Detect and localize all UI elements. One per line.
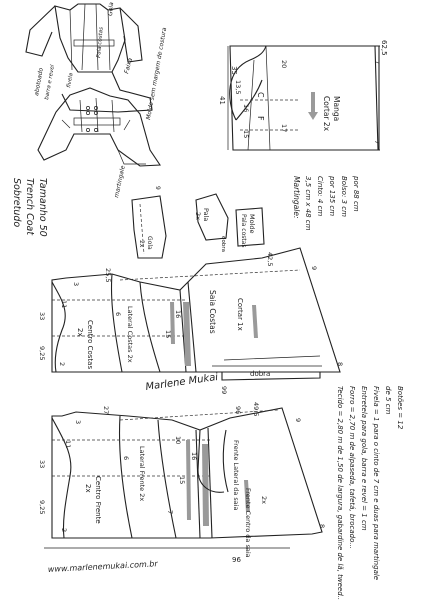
- pala-dobra: dobra: [220, 236, 226, 252]
- back-saia-costas: Saia Costas: [208, 290, 217, 334]
- front-cut2: 2x: [260, 496, 268, 504]
- notes-block: Martingale: 3,5 cm x 48 cm Cinto: 4 cm p…: [292, 175, 360, 231]
- sleeve-bottom-right: 16: [242, 104, 250, 112]
- front-w-495: 49,5: [252, 402, 260, 416]
- back-dobra: dobra: [250, 370, 270, 378]
- front-frente-lateral: Frente Lateral da saia: [232, 440, 240, 511]
- back-w-top: 33: [38, 312, 46, 320]
- molde-pala-costas: Pala costas: [240, 214, 247, 248]
- title-block: Sobretudo Trench Coat Tamanho 50: [11, 178, 48, 237]
- materials-l2: Forro = 2,70 m de alpaseda, tafetá, broc…: [348, 386, 356, 549]
- sketch-label-faixa: Faixa: [123, 57, 134, 75]
- sketch-label-abotoado: abotoado: [33, 67, 45, 96]
- front-centro-frente: Centro Frente: [94, 476, 102, 524]
- materials-block: Tecido = 2,80 m de 1,50 de largura, gaba…: [336, 386, 404, 602]
- bottom-width: 96: [232, 556, 241, 564]
- front-w-27: 27: [102, 406, 110, 414]
- back-m-8: 8: [336, 362, 344, 366]
- sleeve-bottom-left: 15: [242, 130, 250, 138]
- front-m-15: 15: [178, 476, 186, 484]
- note-martingale: Martingale:: [292, 176, 301, 219]
- back-m-9: 9: [310, 266, 318, 270]
- sketch-label-gola: Gola: [107, 2, 115, 17]
- front-m-3: 3: [74, 420, 82, 424]
- front-w-33: 33: [38, 460, 46, 468]
- back-pattern: Centro Costas 2x Lateral Costas 2x Saia …: [38, 247, 344, 381]
- sketch-label-martingale: martingale: [113, 165, 127, 199]
- front-lateral-frente: Lateral Frente 2x: [138, 446, 146, 501]
- materials-l6: Botões = 12: [396, 386, 404, 430]
- front-m-8: 8: [318, 524, 326, 528]
- sleeve-side-left: 7: [373, 60, 381, 64]
- pala-cut: 2x: [194, 212, 202, 220]
- back-w-425: 42,5: [266, 252, 274, 266]
- sleeve-piece-name: Manga: [332, 96, 341, 121]
- front-m-10: 10: [174, 436, 182, 444]
- front-centro-cut: 2x: [84, 484, 92, 493]
- materials-l1: Tecido = 2,80 m de 1,50 de largura, gaba…: [336, 386, 344, 600]
- sketch-label-molde: Molde sem margem de costura: [145, 27, 168, 121]
- back-centro-costas: Centro Costas: [86, 320, 94, 369]
- front-w-96: 96: [234, 406, 242, 414]
- gola-cut: 2x: [138, 240, 145, 248]
- sleeve-right-height: 62,5: [380, 40, 388, 56]
- back-w-255: 25,5: [104, 268, 112, 282]
- back-m-15: 15: [164, 330, 172, 338]
- molde-label: Molde: [248, 214, 256, 234]
- front-frente-centro: Frente Centro da saia: [244, 488, 252, 558]
- back-cortar: Cortar 1x: [236, 298, 244, 331]
- gola-label: Gola: [146, 236, 153, 250]
- front-m-11: 11: [64, 440, 72, 448]
- front-pattern: Centro Frente 2x Lateral Frente 2x Frent…: [38, 386, 326, 558]
- coat-sketch: Gola abotoado barra e revel Pala costas …: [25, 2, 168, 199]
- sleeve-top-width: 35: [230, 66, 238, 75]
- front-m-6: 6: [122, 456, 130, 460]
- signature: Marlene Mukai: [145, 372, 219, 393]
- materials-l3: Entretela para gola, barra e revel = 1 c…: [360, 386, 368, 531]
- note-line1: 3,5 cm x 48 cm: [304, 176, 312, 231]
- front-m-7: 7: [166, 510, 174, 514]
- sleeve-front-mark: F: [256, 116, 265, 121]
- back-m-925: 9,25: [38, 346, 46, 360]
- sketch-label-barra: barra e revel: [44, 64, 56, 100]
- note-line3: por 135 cm: [328, 175, 336, 216]
- front-m-925: 9,25: [38, 500, 46, 514]
- front-m-99: 99: [220, 386, 228, 394]
- sleeve-left-height: 41: [218, 96, 226, 105]
- sleeve-side-right: 7: [373, 140, 381, 144]
- back-m-2: 2: [58, 362, 66, 366]
- materials-l4: Fivela = 1 para o cinto de 7 cm e duas p…: [372, 386, 380, 580]
- sleeve-cut-info: Cortar 2x: [322, 96, 331, 132]
- title-line1: Sobretudo: [11, 178, 22, 227]
- front-m-16: 16: [190, 452, 198, 460]
- back-lateral-costas: Lateral Costas 2x: [126, 306, 134, 363]
- note-line5: por 88 cm: [352, 175, 360, 212]
- website-url: www.marlenemukai.com.br: [48, 559, 159, 574]
- back-m-3: 3: [72, 282, 80, 286]
- sketch-label-fivela: fivela: [66, 72, 75, 89]
- front-m-2: 2: [60, 528, 68, 532]
- back-m-11: 11: [60, 300, 68, 308]
- sleeve-cap-left: 20: [280, 60, 288, 68]
- sleeve-cap-mid: 13,5: [234, 80, 242, 94]
- materials-l5: de 5 cm: [384, 386, 392, 415]
- small-pieces: Gola 2x 9 Pala 2x dobra Molde Pala costa…: [131, 186, 265, 259]
- back-centro-cut: 2x: [76, 328, 84, 337]
- sleeve-piece: 35 62,5 41 F C Manga Cortar 2x 15 16 7 7…: [218, 40, 388, 151]
- front-m-9: 9: [294, 418, 302, 422]
- back-m-16: 16: [174, 310, 182, 318]
- gola-num: 9: [154, 186, 161, 190]
- back-m-6: 6: [114, 312, 122, 316]
- sketch-label-pala: Pala costas: [96, 27, 105, 59]
- sleeve-cap-right: 17: [280, 124, 288, 132]
- title-line2: Trench Coat: [24, 178, 35, 236]
- pala-label: Pala: [202, 208, 210, 221]
- title-line3: Tamanho 50: [37, 178, 48, 237]
- sleeve-back-mark: C: [256, 92, 265, 98]
- note-line2: Cinto: 4 cm: [316, 176, 324, 216]
- note-line4: Bolso: 3 cm: [340, 176, 348, 217]
